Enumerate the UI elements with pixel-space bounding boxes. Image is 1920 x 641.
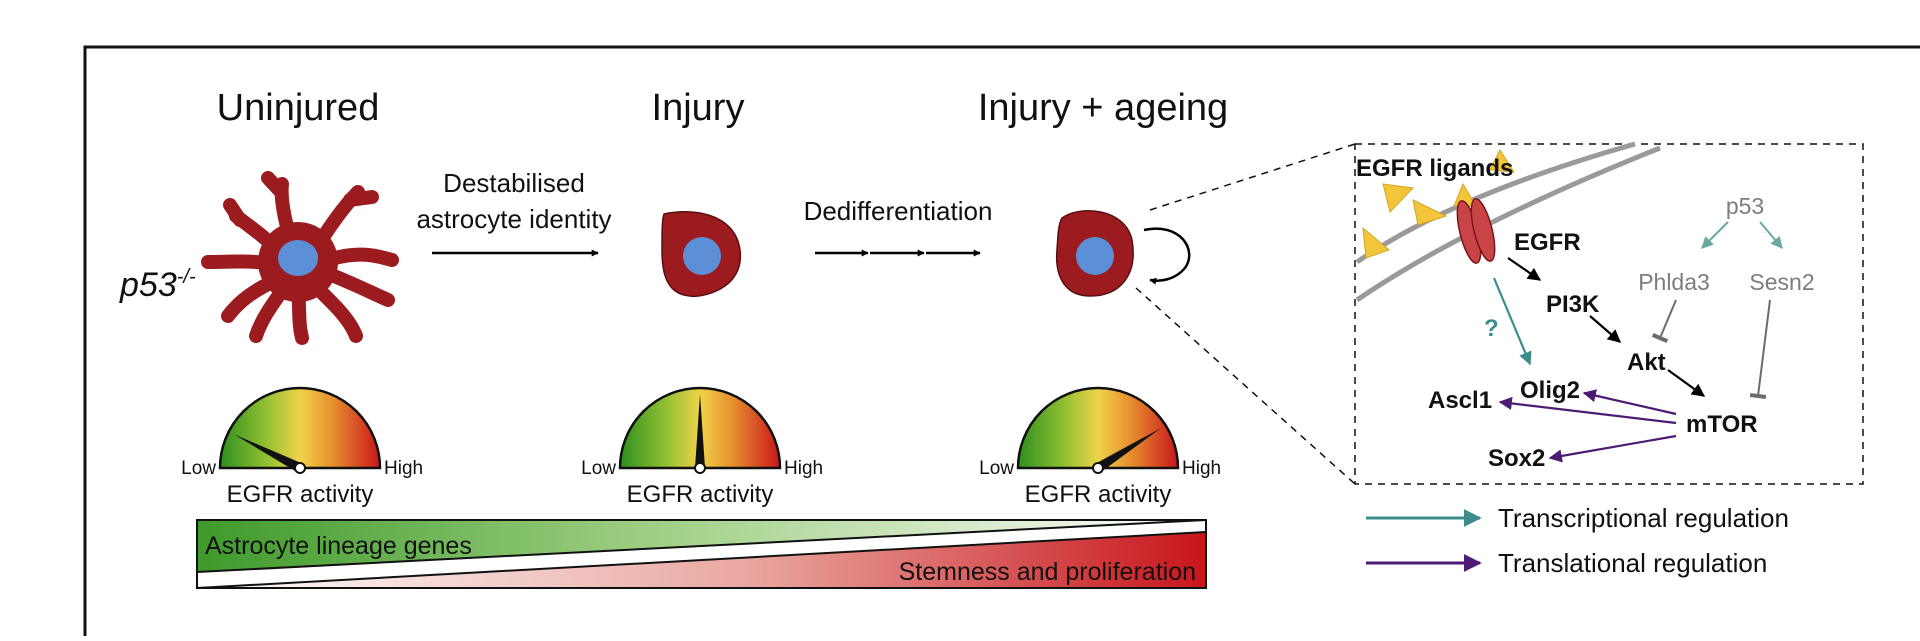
- egfr-label: EGFR: [1514, 229, 1581, 256]
- zoom-line-bottom: [1135, 287, 1356, 485]
- gauge-dial: [1016, 386, 1180, 470]
- arrow-egfr-pi3k: [1507, 257, 1542, 281]
- mtor-label: mTOR: [1686, 411, 1758, 438]
- injury-cell-nucleus: [683, 237, 721, 275]
- p53-label: p53: [1726, 193, 1764, 219]
- gauge-name-label: EGFR activity: [227, 481, 374, 508]
- gauge-needle: [695, 394, 705, 468]
- legend-transcriptional-label: Transcriptional regulation: [1498, 503, 1789, 533]
- ligand-triangle: [1362, 226, 1390, 259]
- unknown-link-label: ?: [1484, 315, 1499, 342]
- gauge-pivot: [694, 462, 706, 474]
- transition-label-line1: Destabilised: [443, 168, 585, 198]
- figure-border: [83, 45, 1920, 641]
- gauge-low-label: Low: [581, 458, 616, 479]
- ageing-cell: [1055, 210, 1191, 297]
- inhibit-phlda3-akt: [1651, 299, 1677, 343]
- stage-title-injury: Injury: [652, 87, 745, 129]
- ligand-triangle: [1489, 148, 1515, 173]
- gauge-name-label: EGFR activity: [1025, 481, 1172, 508]
- gauge-high-label: High: [1182, 458, 1221, 479]
- gauge-name-label: EGFR activity: [627, 481, 774, 508]
- sesn2-label: Sesn2: [1749, 269, 1814, 295]
- egfr-ligands-label: EGFR ligands: [1356, 155, 1513, 182]
- egfr-receptor: [1470, 198, 1496, 262]
- gradient-bar-divider-top: [196, 519, 1207, 573]
- gauge-pivot: [1092, 462, 1104, 474]
- gradient-bar-frame: [196, 519, 1207, 589]
- arrow-p53-phlda3: [1701, 221, 1729, 249]
- stage-title-uninjured: Uninjured: [217, 87, 380, 129]
- gauge-dial: [218, 386, 382, 470]
- arrow-akt-mtor: [1667, 369, 1706, 397]
- gauge-high-label: High: [784, 458, 823, 479]
- arrow-mtor-sox2: [1548, 434, 1677, 463]
- pi3k-label: PI3K: [1546, 291, 1600, 318]
- astrocyte-cell: [201, 171, 399, 345]
- gauge-low-label: Low: [181, 458, 216, 479]
- legend-translational-label: Translational regulation: [1498, 548, 1767, 578]
- genotype-superscript: -/-: [177, 266, 196, 288]
- transition-label-line2: astrocyte identity: [416, 204, 611, 234]
- legend: Transcriptional regulation Translational…: [1366, 503, 1789, 578]
- gradient-bar-divider-bottom: [196, 531, 1207, 589]
- olig2-label: Olig2: [1520, 377, 1580, 404]
- genotype-label: p53-/-: [119, 266, 196, 304]
- arrow-mtor-olig2: [1582, 389, 1677, 416]
- genotype-base: p53: [119, 266, 177, 304]
- injury-cell: [661, 211, 741, 298]
- gauge-high-label: High: [384, 458, 423, 479]
- gauge-needle: [234, 434, 303, 473]
- inhibit-sesn2-mtor: [1749, 299, 1771, 399]
- arrow-p53-sesn2: [1759, 221, 1783, 249]
- ageing-cell-nucleus: [1076, 237, 1114, 275]
- zoom-line-top: [1149, 143, 1356, 211]
- inset-border: [1354, 143, 1864, 485]
- pathway-inset: EGFR ligands EGFR PI3K Akt mTOR ? Olig2 …: [1354, 141, 1864, 485]
- dedifferentiation-label: Dedifferentiation: [804, 196, 993, 226]
- phlda3-label: Phlda3: [1638, 269, 1710, 295]
- stemness-label: Stemness and proliferation: [899, 558, 1196, 586]
- gauge-needle: [1095, 428, 1161, 473]
- ligand-triangle: [1412, 199, 1448, 226]
- gradient-bar: Astrocyte lineage genes Stemness and pro…: [196, 519, 1207, 589]
- ligand-triangle: [1382, 183, 1415, 213]
- astrocyte-nucleus: [278, 240, 318, 276]
- gauge-pivot: [294, 462, 306, 474]
- sox2-label: Sox2: [1488, 445, 1545, 472]
- ascl1-label: Ascl1: [1428, 387, 1492, 414]
- arrow-egfr-olig2: [1492, 277, 1532, 366]
- arrow-mtor-ascl1: [1498, 396, 1677, 425]
- akt-label: Akt: [1627, 349, 1666, 376]
- stage-title-injury-ageing: Injury + ageing: [978, 87, 1228, 129]
- gauge-low-label: Low: [979, 458, 1014, 479]
- arrow-pi3k-akt: [1589, 315, 1621, 343]
- astrocyte-lineage-label: Astrocyte lineage genes: [205, 532, 472, 560]
- self-renewal-arrow: [1143, 227, 1191, 285]
